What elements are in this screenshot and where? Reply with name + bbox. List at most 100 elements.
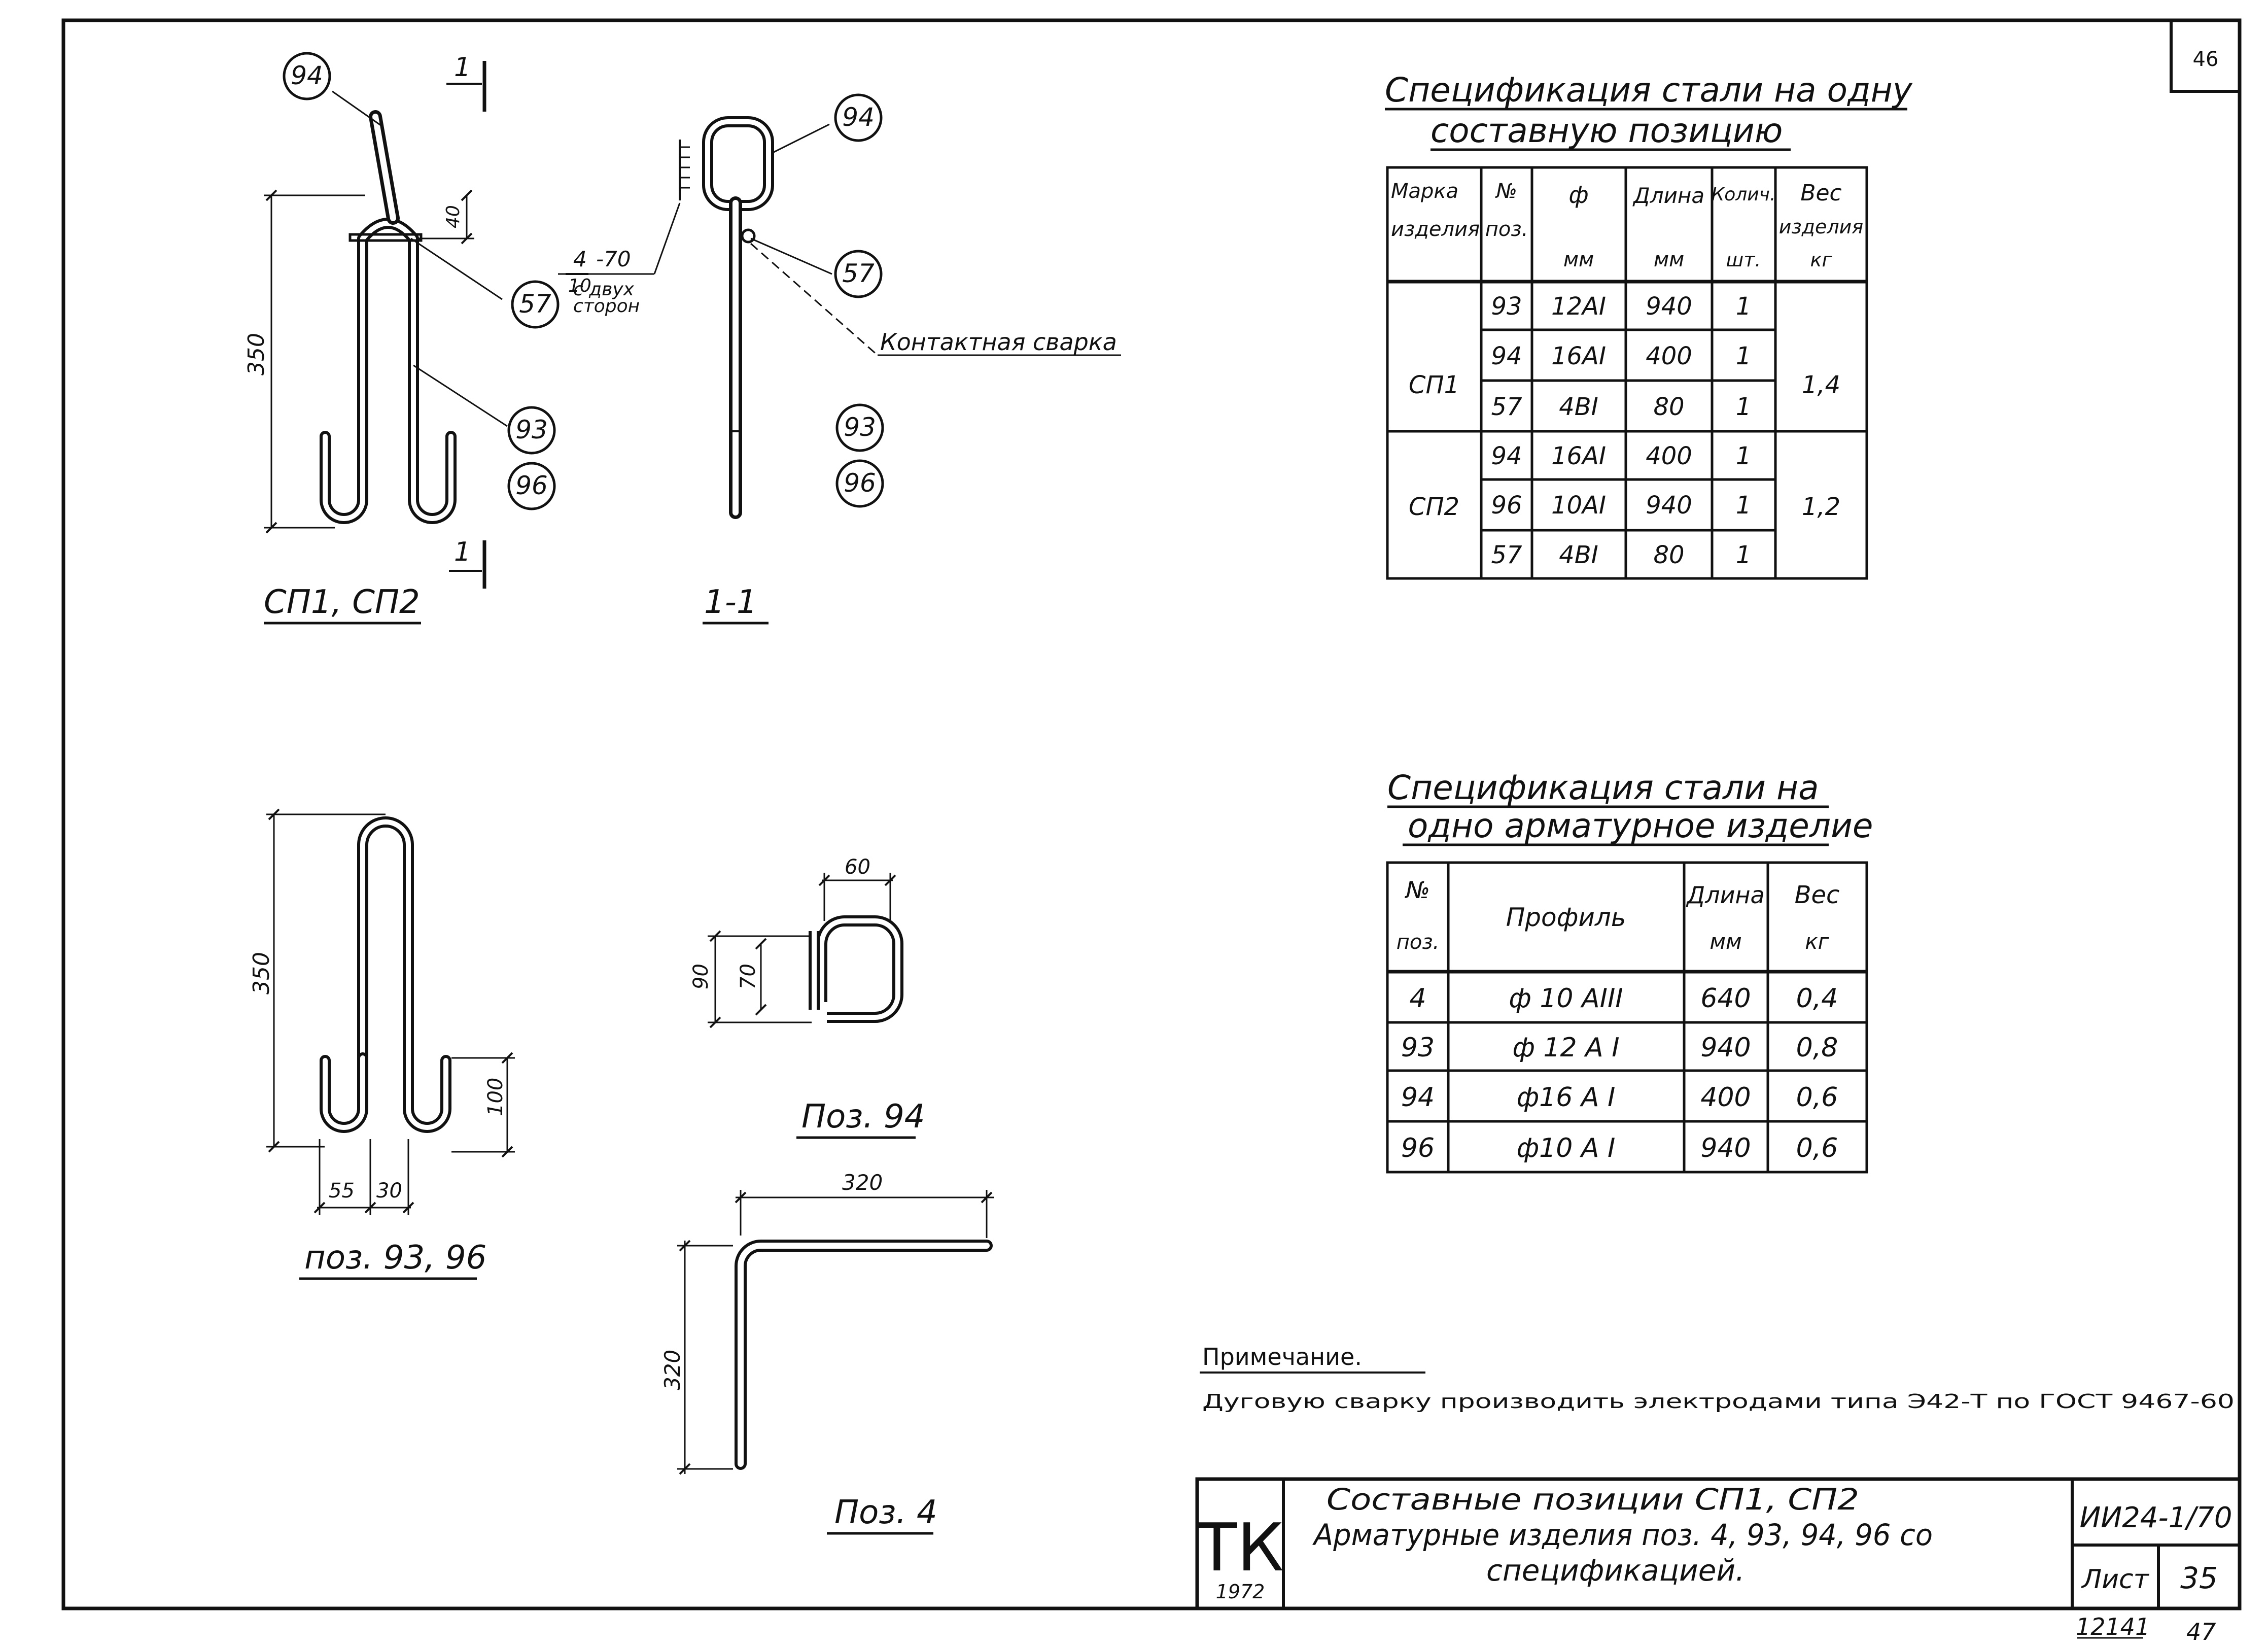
title-sheet-number: 35: [2180, 1561, 2218, 1595]
spec1-cell: 93: [1491, 292, 1522, 321]
spec2-h-weight-2: кг: [1805, 929, 1829, 954]
pos4-dim-height: 320: [660, 1350, 685, 1390]
pos4-dim-width: 320: [842, 1170, 883, 1195]
assembly-sp1-sp2-drawing: [264, 61, 508, 589]
title-line2: Арматурные изделия поз. 4, 93, 94, 96 со: [1312, 1518, 1933, 1552]
spec1-cell: 940: [1646, 491, 1692, 520]
spec2-cell: 400: [1700, 1082, 1751, 1113]
pos-94-drawing: [708, 873, 903, 1028]
caption-section-1-1: 1-1: [704, 584, 757, 621]
svg-text:сторон: сторон: [573, 296, 640, 317]
spec2-cell: ф10 A I: [1517, 1133, 1616, 1163]
spec1-h-dia-1: ф: [1568, 181, 1588, 209]
spec2-cell: 640: [1700, 983, 1751, 1014]
spec2-cell: 96: [1401, 1133, 1435, 1163]
pos93-dim-100: 100: [484, 1078, 507, 1116]
spec1-cell: 4BI: [1559, 393, 1598, 421]
pos-4-drawing: [677, 1190, 994, 1475]
note-text: Дуговую сварку производить электродами т…: [1202, 1390, 2235, 1413]
spec1-cell: 94: [1491, 442, 1522, 470]
title-sheet-label: Лист: [2081, 1564, 2149, 1595]
spec2-cell: ф 12 A I: [1512, 1033, 1619, 1063]
section-mark-bottom: 1: [454, 537, 471, 567]
svg-text:94: 94: [291, 61, 323, 90]
svg-text:96: 96: [515, 471, 548, 500]
bottom-suffix: 47: [2186, 1618, 2216, 1644]
spec2-cell: 0,6: [1796, 1082, 1838, 1113]
spec1-cell: 1: [1736, 292, 1752, 321]
corner-page-number: 46: [2193, 48, 2219, 71]
caption-sp1-sp2: СП1, СП2: [264, 584, 420, 621]
spec1-cell: 400: [1646, 342, 1692, 370]
spec2-title-line2: одно арматурное изделие: [1408, 806, 1873, 845]
spec1-cell: 1: [1736, 342, 1752, 370]
spec1-h-weight-2: изделия: [1779, 216, 1863, 238]
svg-text:94: 94: [842, 102, 875, 132]
spec2-title-line1: Спецификация стали на: [1387, 768, 1819, 807]
spec1-cell: 16AI: [1551, 342, 1606, 370]
spec2-h-profile: Профиль: [1506, 903, 1626, 932]
section-mark-top: 1: [454, 52, 471, 83]
pos-93-96-drawing: [266, 808, 515, 1215]
bubble-93-assembly: 93: [507, 406, 556, 455]
bottom-number: 12141: [2076, 1613, 2150, 1640]
spec1-cell: 96: [1491, 491, 1522, 520]
svg-text:4: 4: [573, 247, 587, 271]
title-line3: спецификацией.: [1486, 1553, 1745, 1588]
svg-text:96: 96: [844, 468, 876, 498]
spec2-h-pos-1: №: [1404, 876, 1430, 904]
contact-weld-label: Контактная сварка: [880, 328, 1117, 356]
spec1-cell: 16AI: [1551, 442, 1606, 470]
spec1-cell: 10AI: [1551, 491, 1606, 520]
spec2-cell: ф16 A I: [1517, 1082, 1616, 1113]
section-1-1-drawing: [679, 116, 1121, 519]
bubble-93-section: 93: [835, 403, 884, 452]
svg-text:57: 57: [842, 259, 875, 288]
bubble-94-assembly: 94: [283, 52, 331, 100]
spec1-h-qty-2: шт.: [1726, 249, 1761, 271]
pos94-dim-70: 70: [737, 964, 760, 989]
caption-pos-4: Поз. 4: [834, 1494, 937, 1531]
spec1-h-weight-3: кг: [1810, 249, 1833, 271]
spec1-g1-weight: 1,4: [1802, 371, 1840, 399]
caption-pos-93-96: поз. 93, 96: [304, 1239, 486, 1277]
spec1-cell: 94: [1491, 342, 1522, 370]
svg-text:-70: -70: [596, 247, 631, 271]
svg-text:с двух: с двух: [573, 279, 635, 300]
svg-text:57: 57: [519, 289, 551, 319]
spec2-cell: 4: [1409, 983, 1426, 1014]
bubble-57-assembly: 57: [511, 280, 560, 329]
spec2-h-length-2: мм: [1709, 929, 1741, 954]
pos93-dim-55: 55: [329, 1179, 355, 1203]
spec1-cell: 57: [1491, 541, 1522, 569]
spec1-cell: 80: [1653, 393, 1684, 421]
spec1-h-mark-2: изделия: [1391, 218, 1480, 241]
spec2-table: № поз. Профиль Длина мм Вес кг 4 ф 10 AI…: [1386, 861, 1868, 1174]
spec1-h-pos-2: поз.: [1485, 218, 1528, 241]
title-logo: ТК: [1196, 1509, 1284, 1586]
spec1-g2-mark: СП2: [1409, 493, 1459, 521]
spec2-h-weight-1: Вес: [1795, 881, 1840, 909]
spec1-h-dia-2: мм: [1563, 248, 1594, 271]
spec1-cell: 12AI: [1551, 292, 1606, 321]
spec1-title-line2: составную позицию: [1430, 111, 1783, 150]
note-heading: Примечание.: [1202, 1343, 1362, 1370]
pos93-dim-350: 350: [249, 952, 274, 995]
sheet-frame: [61, 18, 2242, 1610]
spec2-h-length-1: Длина: [1686, 881, 1765, 909]
spec2-cell: 0,8: [1796, 1033, 1838, 1063]
spec1-cell: 1: [1736, 541, 1752, 569]
spec1-h-weight-1: Вес: [1800, 180, 1841, 206]
pos94-dim-60: 60: [845, 855, 870, 879]
pos94-dim-90: 90: [689, 964, 713, 989]
bubble-96-assembly: 96: [507, 462, 556, 510]
spec2-cell: 0,6: [1796, 1133, 1838, 1163]
spec1-h-pos-1: №: [1495, 180, 1517, 203]
spec1-h-mark-1: Марка: [1391, 180, 1458, 203]
spec1-h-qty-1: Колич.: [1712, 184, 1776, 205]
spec1-g1-mark: СП1: [1409, 371, 1459, 399]
corner-page-box: 46: [2170, 19, 2241, 93]
spec1-table: Марка изделия № поз. ф мм Длина мм Колич…: [1386, 166, 1868, 580]
